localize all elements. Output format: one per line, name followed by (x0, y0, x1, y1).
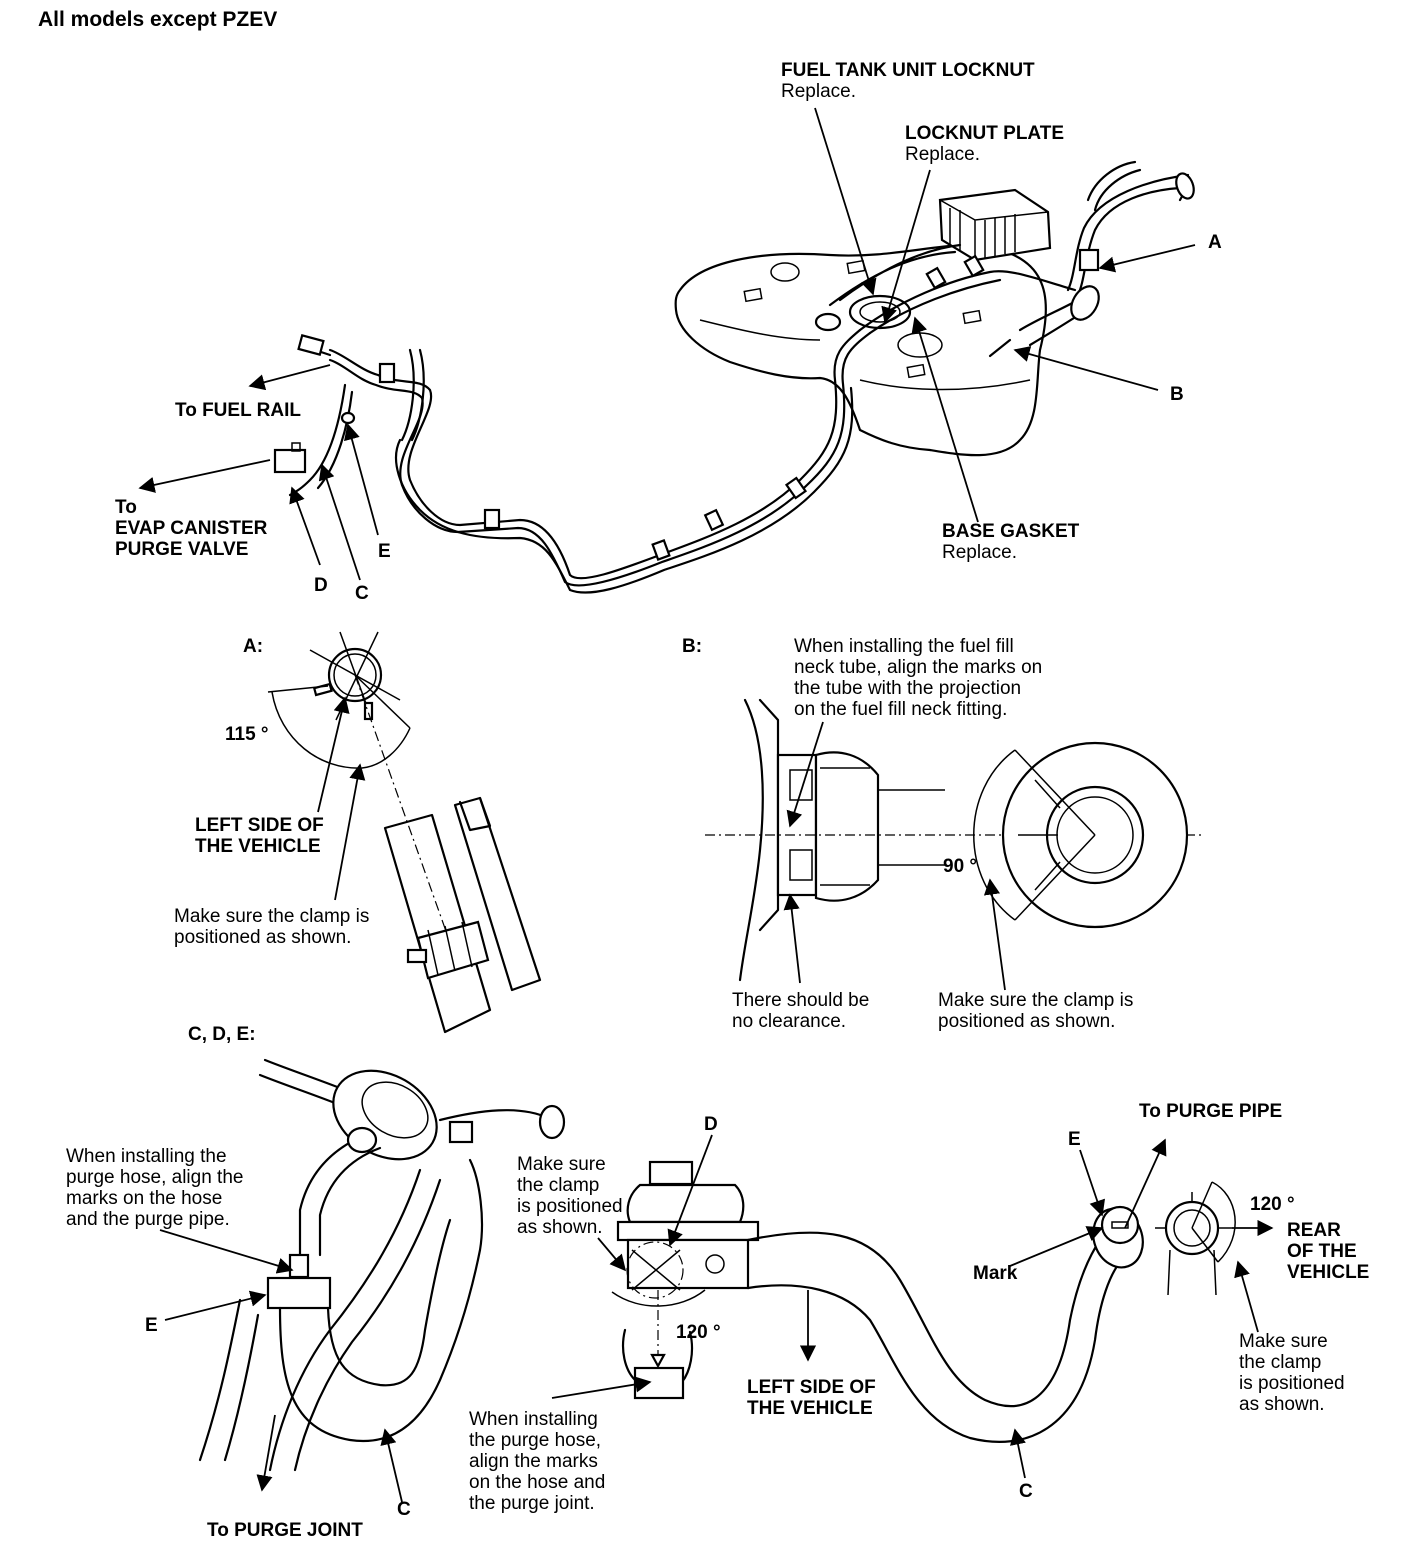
cde-left-side-1: LEFT SIDE OF (747, 1377, 876, 1398)
detail-b-clearance-2: no clearance. (732, 1011, 847, 1032)
joint-note-5: the purge joint. (469, 1493, 595, 1514)
callout-d-top: D (314, 575, 328, 596)
fuel-lines (273, 243, 1077, 594)
callout-e-left: E (145, 1315, 158, 1336)
clamp-mid-note-4: as shown. (517, 1217, 603, 1238)
to-purge-joint-label: To PURGE JOINT (207, 1520, 363, 1541)
callout-c-left: C (397, 1499, 411, 1520)
detail-a-left-side-1: LEFT SIDE OF (195, 815, 324, 836)
to-fuel-rail-label: To FUEL RAIL (175, 400, 301, 421)
clamp-mid-note-1: Make sure (517, 1154, 606, 1175)
evap-canister (938, 188, 1052, 262)
rear-label-1: REAR (1287, 1220, 1341, 1241)
rear-label-3: VEHICLE (1287, 1262, 1370, 1283)
rear-label-2: OF THE (1287, 1241, 1357, 1262)
purge-pipe-note-1: When installing the (66, 1146, 227, 1167)
base-gasket-label: BASE GASKET (942, 521, 1080, 542)
evap-canister-label: EVAP CANISTER (115, 518, 268, 539)
fuel-tank (674, 243, 1047, 457)
callout-d-detail: D (704, 1114, 718, 1135)
detail-b-heading: B: (682, 636, 703, 657)
detail-b-install-4: on the fuel fill neck fitting. (794, 699, 1008, 720)
detail-b-drawing (705, 698, 1205, 991)
callout-a: A (1208, 232, 1222, 253)
purge-valve-label: PURGE VALVE (115, 539, 249, 560)
purge-pipe-note-2: purge hose, align the (66, 1167, 244, 1188)
angle-mid: 120 ° (676, 1322, 721, 1343)
detail-b-angle: 90 ° (943, 856, 978, 877)
purge-pipe-note-3: marks on the hose (66, 1188, 223, 1209)
detail-b-install-2: neck tube, align the marks on (794, 657, 1043, 678)
joint-note-4: on the hose and (469, 1472, 606, 1493)
detail-a-drawing (267, 631, 542, 1034)
detail-a-clamp-note-1: Make sure the clamp is (174, 906, 370, 927)
clamp-right-note-1: Make sure (1239, 1331, 1328, 1352)
locknut-plate-label: LOCKNUT PLATE (905, 123, 1065, 144)
detail-b-install-1: When installing the fuel fill (794, 636, 1014, 657)
purge-pipe-note-4: and the purge pipe. (66, 1209, 230, 1230)
angle-right: 120 ° (1250, 1194, 1295, 1215)
cde-left-side-2: THE VEHICLE (747, 1398, 873, 1419)
fuel-tank-unit-locknut-label: FUEL TANK UNIT LOCKNUT (781, 60, 1035, 81)
to-purge-pipe-label: To PURGE PIPE (1139, 1101, 1283, 1122)
callout-c-right: C (1019, 1481, 1033, 1502)
detail-a-angle: 115 ° (225, 724, 269, 745)
clamp-right-note-3: is positioned (1239, 1373, 1345, 1394)
joint-note-2: the purge hose, (469, 1430, 602, 1451)
detail-b-clamp-note-2: positioned as shown. (938, 1011, 1116, 1032)
page-title: All models except PZEV (38, 8, 278, 31)
clamp-right-note-4: as shown. (1239, 1394, 1325, 1415)
joint-note-1: When installing (469, 1409, 598, 1430)
fuel-fill-neck (988, 160, 1195, 358)
detail-b-clearance-1: There should be (732, 990, 870, 1011)
detail-b-clamp-note-1: Make sure the clamp is (938, 990, 1134, 1011)
callout-b: B (1170, 384, 1184, 405)
detail-a-left-side-2: THE VEHICLE (195, 836, 321, 857)
joint-note-3: align the marks (469, 1451, 598, 1472)
callout-c-top: C (355, 583, 369, 604)
detail-b-install-3: the tube with the projection (794, 678, 1022, 699)
locknut-replace-note: Replace. (781, 81, 856, 102)
callout-e-top: E (378, 541, 391, 562)
plate-replace-note: Replace. (905, 144, 980, 165)
detail-a-heading: A: (243, 636, 264, 657)
detail-cde-heading: C, D, E: (188, 1024, 256, 1045)
clamp-mid-note-3: is positioned (517, 1196, 623, 1217)
clamp-mid-note-2: the clamp (517, 1175, 600, 1196)
top-callouts (138, 107, 1196, 581)
detail-a-clamp-note-2: positioned as shown. (174, 927, 352, 948)
mark-label: Mark (973, 1263, 1018, 1284)
callout-e-right: E (1068, 1129, 1081, 1150)
to-label: To (115, 497, 137, 518)
clamp-right-note-2: the clamp (1239, 1352, 1322, 1373)
gasket-replace-note: Replace. (942, 542, 1017, 563)
detail-cde-drawing (159, 1058, 1274, 1503)
